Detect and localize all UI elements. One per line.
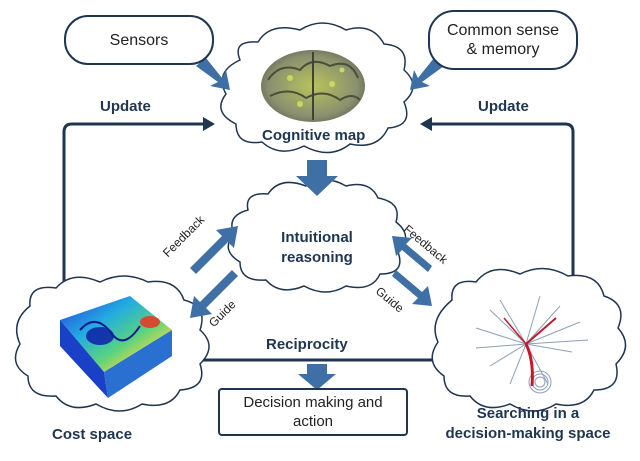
cognitive-map-label: Cognitive map	[262, 127, 366, 144]
sensors-box: Sensors	[64, 15, 214, 65]
decision-box: Decision making and action	[218, 388, 408, 436]
memory-label-line2: & memory	[466, 41, 540, 58]
brain-image	[261, 50, 365, 122]
update-right-connector	[430, 122, 575, 290]
update-right-label: Update	[478, 98, 529, 115]
search-line2: decision-making space	[445, 425, 611, 442]
memory-arrow	[410, 58, 444, 90]
intuitional-reasoning-label: Intuitional reasoning	[262, 228, 372, 268]
left-feedback-arrow	[190, 226, 238, 274]
update-right-arrowhead	[420, 117, 432, 131]
reciprocity-to-decision-arrow	[298, 364, 336, 390]
cost-space-label: Cost space	[52, 426, 133, 443]
left-guide-arrow	[190, 270, 238, 318]
cost-surface-image	[60, 296, 172, 398]
right-feedback-arrow	[392, 236, 432, 272]
sensors-arrow	[196, 58, 230, 90]
search-line1: Searching in a	[476, 405, 580, 422]
memory-box: Common sense & memory	[428, 10, 578, 70]
update-left-label: Update	[100, 98, 151, 115]
reciprocity-label: Reciprocity	[266, 336, 348, 353]
update-left-arrowhead	[203, 117, 215, 131]
search-space-label: Searching in a decision-making space	[430, 404, 626, 444]
search-space-cloud	[431, 267, 627, 412]
right-guide-arrow	[392, 270, 432, 306]
decision-line1: Decision making and	[243, 394, 383, 411]
sensors-label: Sensors	[109, 31, 169, 49]
update-left-connector	[62, 122, 205, 300]
memory-label-line1: Common sense	[446, 22, 560, 39]
intuitional-line1: Intuitional	[281, 229, 353, 246]
search-tree-image	[475, 295, 589, 394]
cognitive-to-intuitional-arrow	[296, 160, 338, 196]
decision-line2: action	[292, 413, 334, 430]
intuitional-line2: reasoning	[281, 249, 353, 266]
